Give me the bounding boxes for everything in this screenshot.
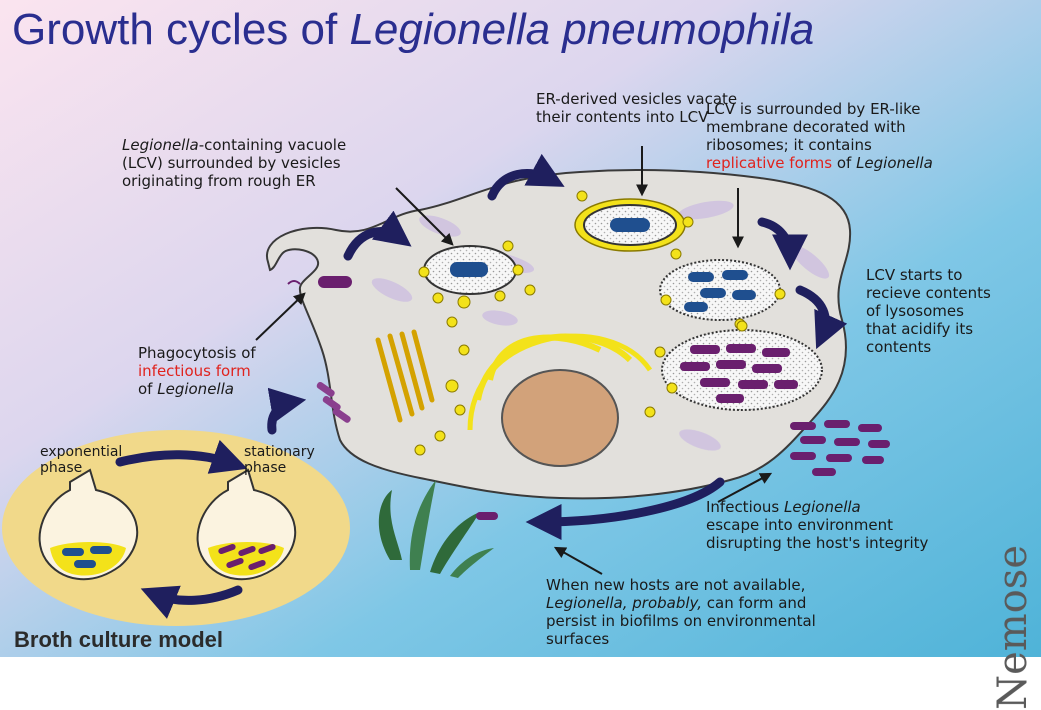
biofilm-italic: Legionella, probably, [546, 594, 702, 612]
er-like-line2: membrane decorated with [706, 118, 1036, 136]
er-like-line3: ribosomes; it contains [706, 136, 1036, 154]
exponential-line2: phase [40, 460, 122, 476]
label-exponential: exponential phase [40, 444, 122, 476]
phagocytosis-italic: Legionella [157, 380, 234, 398]
artist-signature: Nemose [990, 545, 1036, 710]
title-prefix: Growth cycles of [12, 5, 349, 54]
escape-italic: Legionella [784, 498, 861, 516]
phagocytosis-line1: Phagocytosis of [138, 344, 318, 362]
escape-pre: Infectious [706, 498, 784, 516]
biofilm-line3: persist in biofilms on environmental [546, 612, 876, 630]
er-like-of: of [832, 154, 856, 172]
escape-line3: disrupting the host's integrity [706, 534, 1006, 552]
stationary-line2: phase [244, 460, 315, 476]
lysosomes-line3: of lysosomes [866, 302, 1038, 320]
label-lcv-er-like: LCV is surrounded by ER-like membrane de… [706, 100, 1036, 172]
lysosomes-line4: that acidify its [866, 320, 1038, 338]
label-phagocytosis: Phagocytosis of infectious form of Legio… [138, 344, 318, 398]
lcv-vesicles-line3: originating from rough ER [122, 172, 462, 190]
escape-line2: escape into environment [706, 516, 1006, 534]
biofilm-bacterium [476, 512, 498, 520]
biofilm-rest2: can form and [702, 594, 806, 612]
label-escape: Infectious Legionella escape into enviro… [706, 498, 1006, 552]
lysosomes-line5: contents [866, 338, 1038, 356]
er-like-line1: LCV is surrounded by ER-like [706, 100, 1036, 118]
phagocytosis-of: of [138, 380, 157, 398]
biofilm-line4: surfaces [546, 630, 876, 648]
er-like-red: replicative forms [706, 154, 832, 172]
label-stationary: stationary phase [244, 444, 315, 476]
title-italic: Legionella pneumophila [349, 5, 814, 54]
label-biofilm: When new hosts are not available, Legion… [546, 576, 876, 648]
lysosomes-line2: recieve contents [866, 284, 1038, 302]
biofilm-line1: When new hosts are not available, [546, 576, 876, 594]
er-like-italic: Legionella [856, 154, 933, 172]
phagocytosis-red: infectious form [138, 362, 318, 380]
lcv-vesicles-italic: Legionella [122, 136, 199, 154]
broth-culture-label: Broth culture model [14, 627, 223, 653]
label-lcv-vesicles: Legionella-containing vacuole (LCV) surr… [122, 136, 462, 190]
lcv-vesicles-line2: (LCV) surrounded by vesicles [122, 154, 462, 172]
exponential-line1: exponential [40, 444, 122, 460]
page-title: Growth cycles of Legionella pneumophila [12, 2, 814, 58]
lcv-vesicles-rest1: -containing vacuole [199, 136, 346, 154]
stationary-line1: stationary [244, 444, 315, 460]
label-lysosomes: LCV starts to recieve contents of lysoso… [866, 266, 1038, 356]
lysosomes-line1: LCV starts to [866, 266, 1038, 284]
